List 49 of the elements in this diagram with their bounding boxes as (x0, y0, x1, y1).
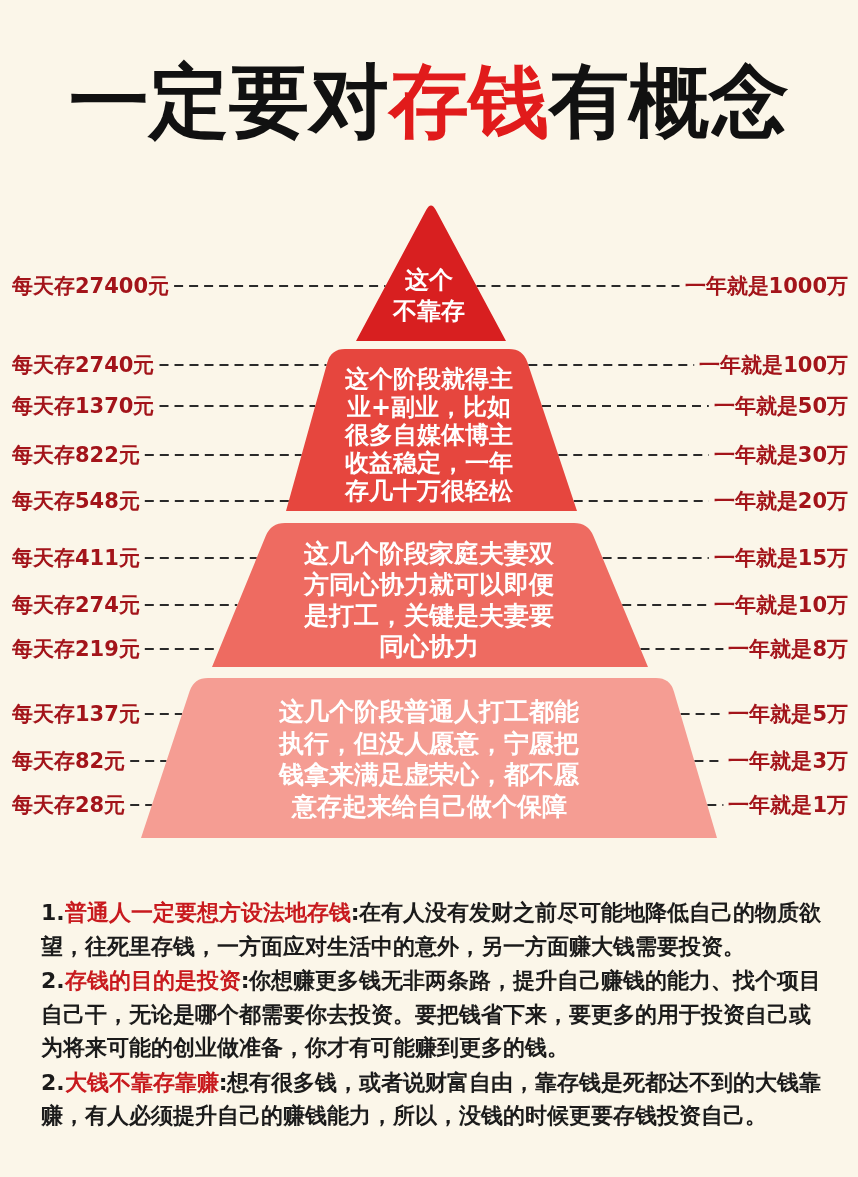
yearly-amount-label: 一年就是1000万 (684, 273, 848, 299)
dashed-line (475, 285, 681, 287)
daily-amount-label: 每天存27400元 (12, 273, 170, 299)
yearly-amount-label: 一年就是15万 (713, 545, 848, 571)
dashed-line (601, 557, 710, 559)
daily-amount-label: 每天存219元 (12, 636, 140, 662)
pyramid-tier (286, 349, 577, 511)
daily-amount-label: 每天存2740元 (12, 352, 155, 378)
dashed-line (143, 604, 239, 606)
note-paragraph: 2.存钱的目的是投资:你想赚更多钱无非两条路，提升自己赚钱的能力、找个项目自己干，无论是哪个都需要你去投资。要把钱省下来，要更多的用于投资自己或为将来可能的创业做准备，你才有可能赚到更多的钱。 (41, 967, 823, 1062)
yearly-amount-label: 一年就是8万 (728, 636, 848, 662)
pyramid-tier (212, 523, 648, 667)
daily-amount-label: 每天存28元 (12, 792, 126, 818)
yearly-amount-label: 一年就是50万 (713, 393, 848, 419)
dashed-line (143, 557, 258, 559)
pyramid-tier (141, 678, 717, 838)
tier-text: 这个阶段就得主业+副业，比如很多自媒体博主收益稳定，一年存几十万很轻松 (343, 365, 514, 505)
dashed-line (158, 364, 328, 366)
yearly-amount-label: 一年就是5万 (728, 701, 848, 727)
yearly-amount-label: 一年就是1万 (728, 792, 848, 818)
tier-text: 这几个阶段普通人打工都能执行，但没人愿意，宁愿把钱拿来满足虚荣心，都不愿意存起来给自己做个保障 (277, 696, 580, 822)
dashed-line (541, 405, 710, 407)
dashed-line (129, 760, 168, 762)
note-paragraph: 1.普通人一定要想方设法地存钱:在有人没有发财之前尽可能地降低自己的物质欲望，往死里存钱，一方面应对生活中的意外，另一方面赚大钱需要投资。 (41, 899, 823, 961)
dashed-line (527, 364, 696, 366)
yearly-amount-label: 一年就是100万 (699, 352, 848, 378)
daily-amount-label: 每天存82元 (12, 748, 126, 774)
daily-amount-label: 每天存548元 (12, 488, 140, 514)
note-paragraph: 2.大钱不靠存靠赚:想有很多钱，或者说财富自由，靠存钱是死都达不到的大钱靠赚，有人必须提升自己的赚钱能力，所以，没钱的时候更要存钱投资自己。 (41, 1068, 823, 1130)
yearly-amount-label: 一年就是30万 (713, 442, 848, 468)
yearly-amount-label: 一年就是20万 (713, 488, 848, 514)
daily-amount-label: 每天存274元 (12, 592, 140, 618)
dashed-line (639, 648, 725, 650)
dashed-line (143, 500, 290, 502)
tier-text: 这几个阶段家庭夫妻双方同心协力就可以即便是打工，关键是夫妻要同心协力 (303, 538, 555, 662)
dashed-line (557, 454, 710, 456)
tier-text: 这个不靠存 (391, 265, 466, 327)
daily-amount-label: 每天存411元 (12, 545, 140, 571)
dashed-line (129, 804, 153, 806)
dashed-line (706, 804, 725, 806)
daily-amount-label: 每天存822元 (12, 442, 140, 468)
title: 一定要对存钱有概念 (68, 58, 790, 146)
daily-amount-label: 每天存1370元 (12, 393, 155, 419)
daily-amount-label: 每天存137元 (12, 701, 140, 727)
dashed-line (143, 713, 184, 715)
yearly-amount-label: 一年就是10万 (713, 592, 848, 618)
dashed-line (143, 454, 303, 456)
dashed-line (158, 405, 317, 407)
yearly-amount-label: 一年就是3万 (728, 748, 848, 774)
